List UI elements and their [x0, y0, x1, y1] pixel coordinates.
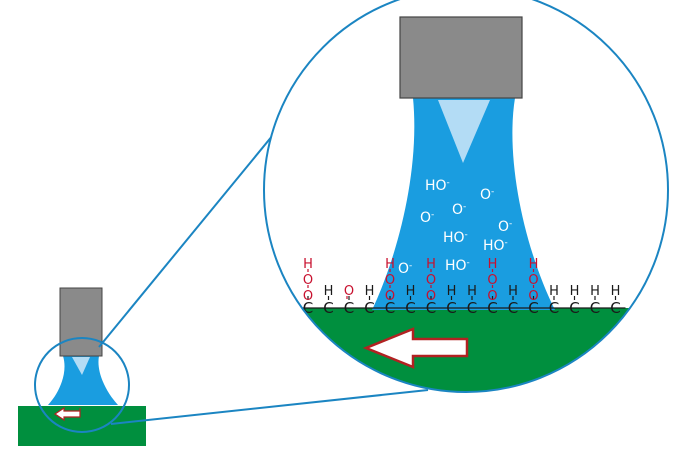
overview-magnifier-ring [34, 337, 130, 433]
carbonyl-oxygen-atom: O [344, 284, 354, 299]
peroxide-oxygen-atom: O [303, 289, 313, 304]
carbon-atom: C [364, 299, 374, 317]
hydrogen-atom: H [467, 284, 477, 299]
hydrogen-atom: H [549, 284, 559, 299]
carbon-atom: C [344, 299, 354, 317]
peroxide-oxygen-atom: O [426, 289, 436, 304]
hydroperoxy-hydrogen-atom: H [529, 257, 539, 272]
hydrogen-atom: H [508, 284, 518, 299]
ion-label: O- [498, 219, 512, 235]
carbon-atom: C [590, 299, 600, 317]
carbon-atom: C [385, 299, 395, 317]
carbon-atom: C [467, 299, 477, 317]
peroxide-oxygen-atom: O [385, 273, 395, 288]
hydrogen-atom: H [365, 284, 375, 299]
carbon-atom: C [303, 299, 313, 317]
peroxide-oxygen-atom: O [528, 273, 538, 288]
hydroperoxy-hydrogen-atom: H [385, 257, 395, 272]
ion-label: O- [398, 261, 412, 277]
ion-label: HO- [483, 238, 508, 254]
ion-label: O- [452, 202, 466, 218]
hydrogen-atom: H [590, 284, 600, 299]
carbon-atom: C [610, 299, 620, 317]
hydroperoxy-hydrogen-atom: H [488, 257, 498, 272]
zoom-connector-bottom [110, 389, 429, 425]
reactive-ions: HO-O-O-O-O-HO-HO-O-HO- [398, 178, 512, 277]
ion-label: O- [420, 210, 434, 226]
ion-label: O- [480, 187, 494, 203]
peroxide-oxygen-atom: O [303, 273, 313, 288]
carbon-atom: C [426, 299, 436, 317]
magnifier-ring [263, 0, 669, 393]
hydrogen-atom: H [570, 284, 580, 299]
peroxide-oxygen-atom: O [487, 289, 497, 304]
overview-substrate [18, 406, 146, 446]
peroxide-oxygen-atom: O [487, 273, 497, 288]
overview-plasma-core [72, 357, 90, 375]
carbon-atom: C [323, 299, 333, 317]
hydrogen-atom: H [406, 284, 416, 299]
overview-scene [18, 287, 146, 446]
hydrogen-atom: H [611, 284, 621, 299]
hydrogen-atom: H [324, 284, 334, 299]
carbon-atom: C [549, 299, 559, 317]
hydroperoxy-hydrogen-atom: H [426, 257, 436, 272]
carbon-atom: C [487, 299, 497, 317]
hydrogen-atom: H [447, 284, 457, 299]
peroxide-oxygen-atom: O [426, 273, 436, 288]
carbon-atom: C [528, 299, 538, 317]
carbon-atom: C [508, 299, 518, 317]
peroxide-oxygen-atom: O [385, 289, 395, 304]
plasma-jet [372, 98, 555, 310]
nozzle [399, 16, 523, 99]
plasma-core [438, 100, 490, 163]
overview-plasma-jet [48, 356, 118, 405]
ion-label: HO- [445, 258, 470, 274]
magnified-scene: COOHCHCOCHCOOHCHCOOHCHCHCOOHCHCOOHCHCHCH… [263, 0, 669, 393]
carbon-atom: C [446, 299, 456, 317]
overview-nozzle [59, 287, 103, 357]
overview-motion-arrow [53, 406, 81, 422]
carbon-atom: C [405, 299, 415, 317]
peroxide-oxygen-atom: O [528, 289, 538, 304]
polymer-chain: COOHCHCOCHCOOHCHCOOHCHCHCOOHCHCOOHCHCHCH… [300, 257, 626, 317]
ion-label: HO- [443, 230, 468, 246]
ion-label: HO- [425, 178, 450, 194]
hydroperoxy-hydrogen-atom: H [303, 257, 313, 272]
motion-arrow [362, 327, 469, 369]
carbon-atom: C [569, 299, 579, 317]
